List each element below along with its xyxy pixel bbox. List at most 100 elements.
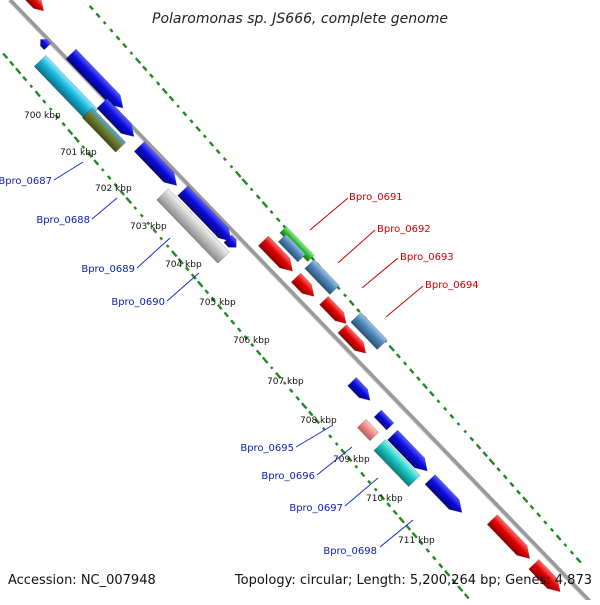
gc-mark <box>288 388 294 394</box>
gene-arrow[interactable] <box>177 185 237 246</box>
gene-arrow[interactable] <box>65 48 128 113</box>
gene-arrow[interactable] <box>387 429 433 476</box>
gc-mark <box>475 443 482 450</box>
tick-label-710: 710 kbp <box>366 494 403 504</box>
gc-mark <box>270 366 274 370</box>
gene-arrow[interactable] <box>486 514 535 564</box>
gene-arrow[interactable] <box>156 188 230 264</box>
gc-mark <box>196 280 204 288</box>
gc-mark <box>516 489 521 495</box>
gc-mark <box>15 67 22 75</box>
gene-arrow[interactable] <box>319 295 351 327</box>
gc-mark <box>230 319 236 325</box>
gc-mark <box>142 65 148 72</box>
gene-label-bpro-0695[interactable]: Bpro_0695 <box>240 443 294 454</box>
gc-mark <box>109 28 114 33</box>
gc-mark <box>443 406 448 411</box>
gene-label-bpro-0688[interactable]: Bpro_0688 <box>36 215 90 226</box>
gc-mark <box>334 442 339 446</box>
tick-label-705: 705 kbp <box>199 298 236 308</box>
gene-label-bpro-0690[interactable]: Bpro_0690 <box>111 297 165 308</box>
gene-arrow[interactable] <box>223 234 240 251</box>
gene-arrow[interactable] <box>279 226 315 262</box>
leader-line <box>379 519 414 548</box>
gc-mark <box>152 228 158 234</box>
gc-track-inner <box>2 52 470 600</box>
gc-mark <box>88 5 94 11</box>
gene-arrow[interactable] <box>277 233 307 263</box>
gc-mark <box>61 122 66 127</box>
gene-arrow[interactable] <box>350 312 388 350</box>
gc-mark <box>115 35 121 41</box>
gc-mark <box>463 593 470 600</box>
gc-mark <box>425 548 431 553</box>
gc-mark <box>42 99 47 104</box>
gc-mark <box>113 182 118 188</box>
gene-label-bpro-0696[interactable]: Bpro_0696 <box>261 471 315 482</box>
gene-label-bpro-0697[interactable]: Bpro_0697 <box>289 503 343 514</box>
gc-mark <box>155 81 161 86</box>
gc-mark <box>9 60 15 67</box>
leader-line <box>91 197 118 220</box>
gc-mark <box>360 471 366 478</box>
gc-mark <box>386 502 392 508</box>
gene-label-bpro-0689[interactable]: Bpro_0689 <box>81 264 135 275</box>
gc-mark <box>356 308 361 313</box>
gc-mark <box>184 266 190 272</box>
gene-arrow[interactable] <box>337 324 370 358</box>
gene-arrow[interactable] <box>528 559 565 596</box>
gc-mark <box>223 311 229 318</box>
genome-summary-text: Topology: circular; Length: 5,200,264 bp… <box>234 573 592 588</box>
gene-arrow[interactable] <box>81 107 127 153</box>
gene-arrow[interactable] <box>290 272 318 301</box>
gene-arrow[interactable] <box>96 98 139 142</box>
gc-mark <box>119 189 126 196</box>
gc-mark <box>307 410 314 417</box>
gc-mark <box>275 217 281 223</box>
tick-label-701: 701 kbp <box>60 148 97 158</box>
gc-mark <box>208 141 215 147</box>
gc-mark <box>29 84 34 89</box>
gene-arrow[interactable] <box>304 259 340 295</box>
gc-mark <box>322 427 326 431</box>
gene-arrow[interactable] <box>37 36 52 51</box>
gc-mark <box>444 569 451 577</box>
gene-arrow[interactable] <box>257 235 297 276</box>
gene-label-bpro-0693[interactable]: Bpro_0693 <box>400 252 454 263</box>
gc-mark <box>348 299 355 307</box>
accession-text: Accession: NC_007948 <box>8 573 156 588</box>
gene-features <box>23 0 565 596</box>
gene-label-bpro-0687[interactable]: Bpro_0687 <box>0 176 52 187</box>
gene-label-bpro-0692[interactable]: Bpro_0692 <box>377 224 431 235</box>
tick-label-708: 708 kbp <box>300 416 337 426</box>
gene-arrow[interactable] <box>357 418 379 442</box>
gene-arrow[interactable] <box>373 439 421 487</box>
tick-label-707: 707 kbp <box>267 377 304 387</box>
gc-mark <box>261 201 269 209</box>
gene-arrow[interactable] <box>133 141 182 191</box>
tick-label-704: 704 kbp <box>165 260 202 270</box>
gene-label-bpro-0698[interactable]: Bpro_0698 <box>323 546 377 557</box>
gc-mark <box>422 383 429 390</box>
gene-arrow[interactable] <box>347 377 375 404</box>
gc-mark <box>48 107 53 111</box>
gc-mark <box>168 95 175 102</box>
gene-arrow[interactable] <box>424 474 467 518</box>
gc-mark <box>388 344 395 352</box>
gc-mark <box>234 170 242 178</box>
gc-mark <box>275 372 282 379</box>
gc-mark <box>139 213 144 218</box>
gc-mark <box>149 73 154 79</box>
gc-mark <box>261 356 269 364</box>
leader-line <box>385 285 424 318</box>
gc-mark <box>496 467 501 472</box>
gene-arrow[interactable] <box>373 409 395 431</box>
gene-arrow[interactable] <box>23 0 47 15</box>
gc-mark <box>488 458 496 466</box>
gc-mark <box>379 494 386 501</box>
right-leader-lines <box>309 197 424 318</box>
gene-label-bpro-0694[interactable]: Bpro_0694 <box>425 280 479 291</box>
gc-mark <box>354 464 359 469</box>
gene-label-bpro-0691[interactable]: Bpro_0691 <box>349 192 403 203</box>
gc-mark <box>93 159 100 166</box>
